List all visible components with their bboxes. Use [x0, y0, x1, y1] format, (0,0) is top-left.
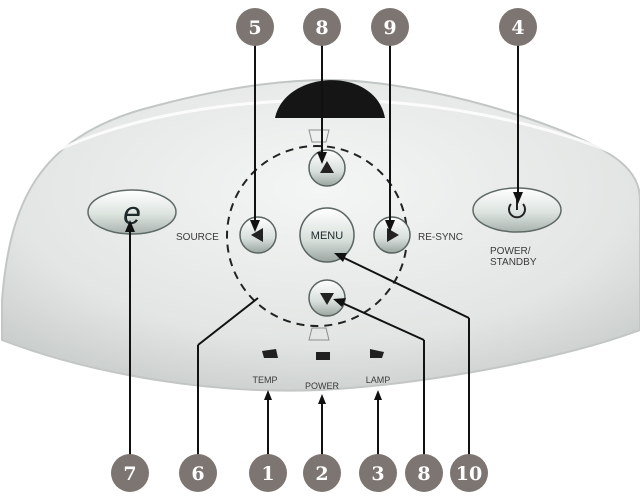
- callout-9: 9: [371, 8, 409, 46]
- callout-4: 4: [499, 8, 537, 46]
- callout-8-bottom: 8: [405, 454, 443, 492]
- svg-text:1: 1: [261, 463, 274, 485]
- menu-button[interactable]: MENU: [299, 207, 355, 263]
- down-button[interactable]: [308, 279, 346, 317]
- e-key-label: e: [123, 195, 141, 231]
- source-label: SOURCE: [176, 232, 219, 243]
- down-marker: [308, 327, 330, 341]
- power-led: [316, 352, 330, 360]
- power-led-label: POWER: [305, 381, 340, 391]
- up-button[interactable]: [308, 149, 346, 187]
- triangle-down-icon: [320, 293, 334, 305]
- svg-text:8: 8: [417, 463, 430, 485]
- svg-text:7: 7: [123, 463, 136, 485]
- resync-label: RE-SYNC: [418, 232, 463, 243]
- callout-2: 2: [303, 454, 341, 492]
- svg-text:2: 2: [315, 463, 328, 485]
- svg-text:10: 10: [456, 463, 482, 485]
- callout-5: 5: [236, 8, 274, 46]
- callout-8-top: 8: [303, 8, 341, 46]
- power-standby-label-2: STANDBY: [490, 257, 537, 268]
- resync-button[interactable]: [373, 216, 411, 254]
- callout-3: 3: [359, 454, 397, 492]
- lamp-label: LAMP: [366, 375, 391, 385]
- power-standby-label-1: POWER/: [490, 246, 531, 257]
- callout-6: 6: [179, 454, 217, 492]
- svg-text:3: 3: [371, 463, 384, 485]
- callout-10: 10: [450, 454, 488, 492]
- callout-7: 7: [111, 454, 149, 492]
- e-button[interactable]: e: [87, 189, 177, 235]
- source-button[interactable]: [239, 216, 277, 254]
- menu-label: MENU: [311, 230, 343, 242]
- svg-text:5: 5: [248, 17, 261, 39]
- svg-text:4: 4: [511, 17, 524, 39]
- svg-text:9: 9: [383, 17, 396, 39]
- leader-lines: [125, 43, 523, 458]
- svg-text:6: 6: [191, 463, 204, 485]
- temp-led: [262, 349, 278, 358]
- triangle-up-icon: [320, 161, 334, 173]
- lamp-led: [370, 349, 384, 358]
- callout-1: 1: [249, 454, 287, 492]
- ir-sensor-window: [275, 80, 385, 118]
- temp-label: TEMP: [252, 375, 277, 385]
- triangle-left-icon: [251, 228, 263, 242]
- svg-text:8: 8: [315, 17, 328, 39]
